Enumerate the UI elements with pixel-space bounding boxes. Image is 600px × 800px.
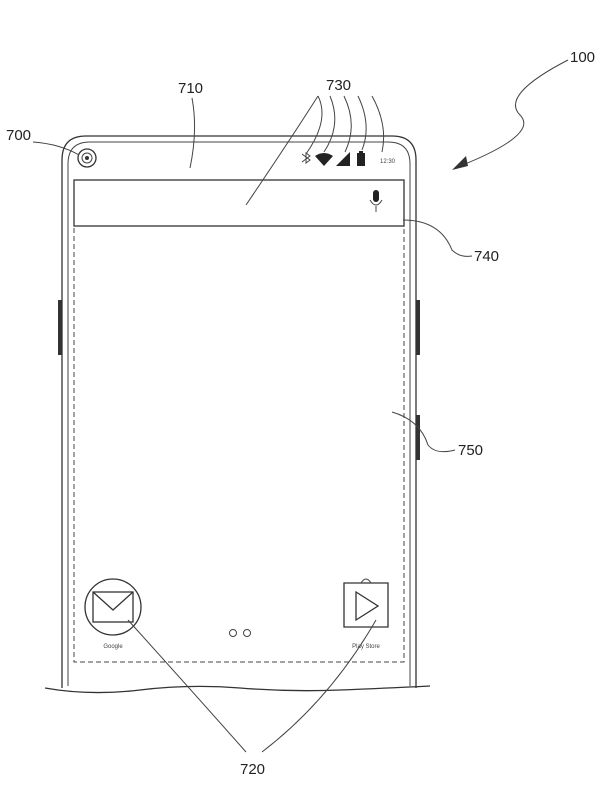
left-side-button[interactable] (58, 300, 62, 355)
page-dot[interactable] (243, 629, 251, 637)
app-label-google: Google (103, 644, 123, 650)
leader-lines (32, 59, 569, 753)
app-label-play-store: Play Store (352, 644, 380, 650)
phone-body (44, 135, 431, 694)
battery-icon (357, 151, 365, 166)
ref-100: 100 (570, 49, 595, 66)
break-line (44, 685, 431, 694)
mail-envelope-icon (92, 591, 134, 623)
right-lower-side-button[interactable] (416, 415, 420, 460)
app-play-store[interactable]: Play Store (343, 578, 389, 650)
ref-730: 730 (326, 77, 351, 94)
page-indicator (229, 629, 251, 637)
right-upper-side-button[interactable] (416, 300, 420, 355)
app-google[interactable]: Google (84, 578, 142, 650)
ref-750: 750 (458, 442, 483, 459)
wifi-icon (315, 153, 333, 166)
ref-700: 700 (6, 127, 31, 144)
status-time: 12:30 (380, 159, 396, 165)
search-bar[interactable] (73, 179, 405, 227)
ref-740: 740 (474, 248, 499, 265)
play-store-icon (343, 578, 389, 628)
bluetooth-icon (301, 152, 311, 164)
ref-720: 720 (240, 761, 265, 778)
camera (77, 148, 97, 168)
ref-710: 710 (178, 80, 203, 97)
status-icons (301, 151, 365, 166)
page-dot[interactable] (229, 629, 237, 637)
cell-signal-icon (336, 152, 350, 166)
microphone-icon[interactable] (369, 190, 383, 212)
display-edge-outline (73, 228, 405, 663)
